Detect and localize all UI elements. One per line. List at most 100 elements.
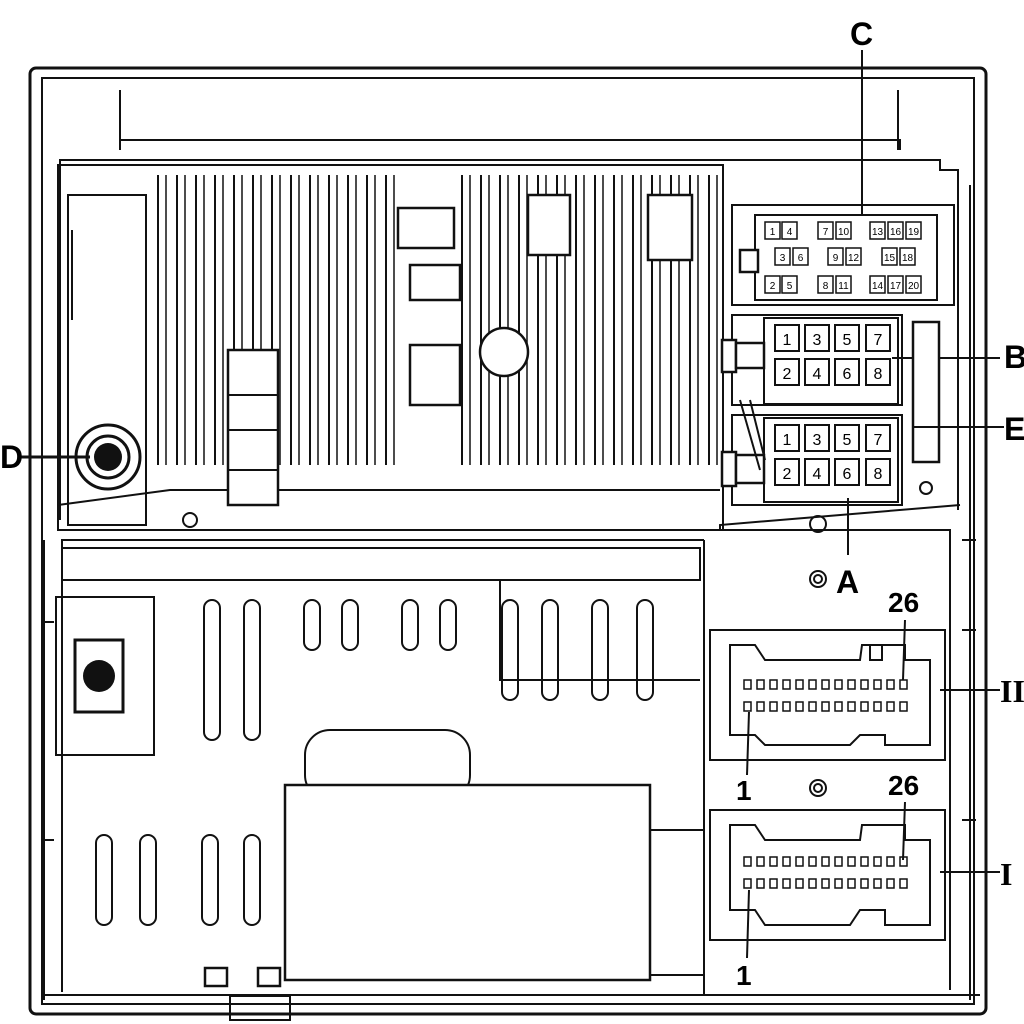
connector-c: [731, 204, 955, 306]
connector-a-pin-box: [865, 458, 891, 486]
connector-b-pin-label: 1: [783, 332, 792, 349]
connector-ii-pin: [756, 701, 765, 712]
vent-slot: [439, 599, 457, 651]
connector-c-pin-label: 20: [908, 281, 920, 292]
connector-c-pin-label: 9: [833, 253, 839, 264]
connector-i-pin: [808, 856, 817, 867]
mounting-screw: [809, 779, 827, 797]
vent-slot: [591, 599, 609, 701]
connector-c-pin-box: [792, 247, 809, 266]
connector-c-pin-label: 7: [823, 227, 829, 238]
vent-slot: [243, 834, 261, 926]
connector-a-pin-box: [774, 424, 800, 452]
connector-c-pin-label: 2: [770, 281, 776, 292]
vent-slot: [401, 599, 419, 651]
connector-a-pin-box: [865, 424, 891, 452]
label-d: D: [0, 439, 23, 475]
connector-ii-pin: [782, 701, 791, 712]
connector-c-pin-label: 8: [823, 281, 829, 292]
connector-c-pin-box: [869, 221, 886, 240]
connector-c-pin-label: 5: [787, 281, 793, 292]
connector-a-pin-box: [774, 458, 800, 486]
connector-i-pin: [886, 856, 895, 867]
multipin-connector-i: [709, 809, 1000, 941]
connector-ii-pin: [847, 701, 856, 712]
antenna-socket-d: [20, 423, 142, 491]
connector-c-pin-box: [827, 247, 844, 266]
connector-ii-pin: [782, 679, 791, 690]
connector-a-pin-box: [834, 458, 860, 486]
connector-i-pin: [847, 878, 856, 889]
connector-c-pin-box: [905, 275, 922, 294]
vent-slot: [203, 599, 221, 741]
connector-b-pin-box: [774, 358, 800, 386]
connector-i-pin: [795, 878, 804, 889]
vent-slot: [201, 834, 219, 926]
connector-i-pin: [769, 878, 778, 889]
connector-c-pin-box: [764, 221, 781, 240]
connector-c-pin-label: 3: [780, 253, 786, 264]
connector-b-pin-box: [865, 324, 891, 352]
connector-c-pin-box: [869, 275, 886, 294]
connector-b-pin-box: [834, 324, 860, 352]
connector-i-pin: [899, 878, 908, 889]
connector-ii-pin: [743, 701, 752, 712]
connector-ii-pin: [769, 701, 778, 712]
connector-ii-pin: [808, 701, 817, 712]
connector-c-pin-box: [781, 275, 798, 294]
connector-c-pin-label: 10: [838, 227, 850, 238]
connector-i-pin: [795, 856, 804, 867]
vent-slot: [303, 599, 321, 651]
vent-slot: [341, 599, 359, 651]
connector-a: [182, 399, 903, 588]
connector-c-pin-label: 17: [890, 281, 902, 292]
connector-c-pin-box: [817, 275, 834, 294]
connector-c-pin-label: 4: [787, 227, 793, 238]
connector-ii-pin: [756, 679, 765, 690]
connector-ii-pin: [899, 679, 908, 690]
connector-e: [911, 320, 1004, 495]
connector-ii-pin: [821, 701, 830, 712]
connector-ii-pin: [873, 701, 882, 712]
connector-i-pin: [756, 856, 765, 867]
connector-a-pin-label: 8: [874, 466, 883, 483]
connector-b-pin-label: 6: [843, 366, 852, 383]
label-ii-pin-1: 1: [736, 775, 752, 806]
connector-c-pin-box: [817, 221, 834, 240]
connector-a-pin-label: 6: [843, 466, 852, 483]
connector-a-pin-box: [804, 458, 830, 486]
connector-ii-pin: [808, 679, 817, 690]
connector-c-pin-box: [781, 221, 798, 240]
heatsink-fins: [157, 175, 718, 465]
connector-ii-pin: [847, 679, 856, 690]
connector-c-pin-box: [774, 247, 791, 266]
vent-slot: [243, 599, 261, 741]
connector-a-pin-label: 5: [843, 432, 852, 449]
connector-i-pin: [743, 856, 752, 867]
connector-b-pin-label: 5: [843, 332, 852, 349]
connector-a-pin-label: 4: [813, 466, 822, 483]
vent-slot: [139, 834, 157, 926]
connector-c-pin-box: [835, 221, 852, 240]
connector-c-pin-box: [887, 275, 904, 294]
connector-b-pin-label: 3: [813, 332, 822, 349]
connector-c-pin-box: [845, 247, 862, 266]
heatsink-details: [226, 193, 694, 507]
connector-c-pin-box: [905, 221, 922, 240]
connector-i-pin: [769, 856, 778, 867]
connector-i-pin: [886, 878, 895, 889]
connector-c-pin-box: [887, 221, 904, 240]
label-i-pin-1: 1: [736, 960, 752, 991]
connector-i-pin: [782, 856, 791, 867]
vent-slot: [95, 834, 113, 926]
connector-a-pin-box: [834, 424, 860, 452]
label-i-pin-26: 26: [888, 770, 919, 801]
vent-slot: [501, 599, 519, 701]
connector-i-pin: [821, 878, 830, 889]
connector-c-pin-label: 11: [838, 281, 849, 292]
connector-c-pin-box: [835, 275, 852, 294]
connector-i-pin: [873, 878, 882, 889]
connector-b-pin-box: [804, 324, 830, 352]
